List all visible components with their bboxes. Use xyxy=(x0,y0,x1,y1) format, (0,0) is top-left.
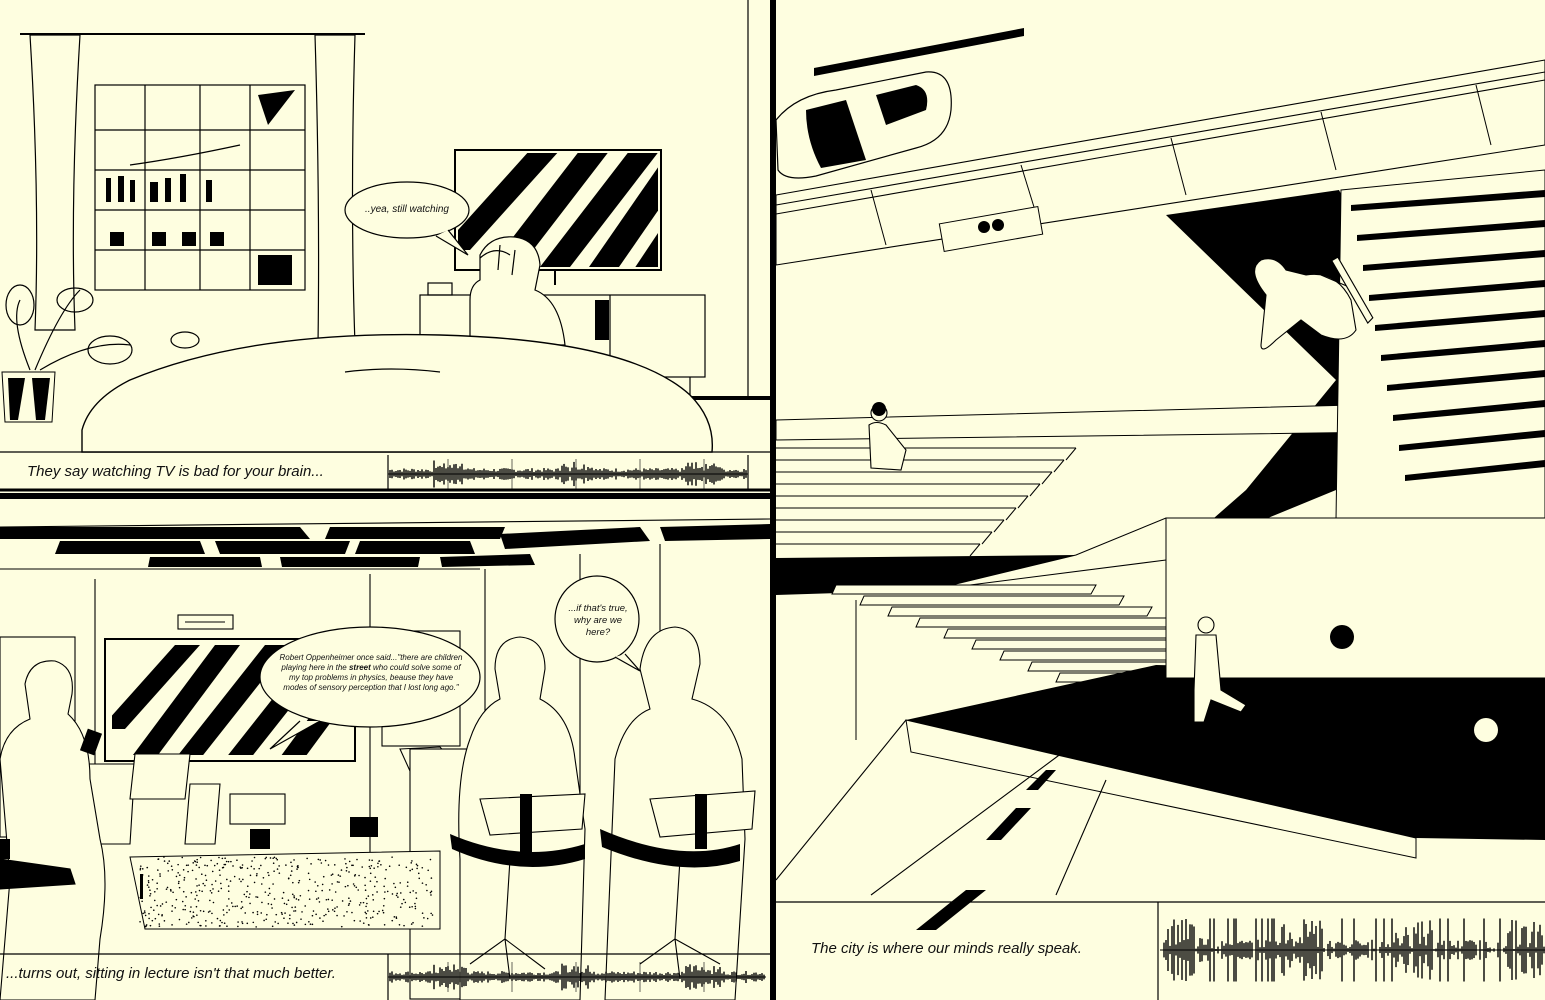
panel-city-skate: The city is where our minds really speak… xyxy=(776,0,1545,1000)
quote-bold: street xyxy=(348,663,371,672)
audio-waveform-icon xyxy=(1160,918,1545,982)
divider-left xyxy=(0,493,770,499)
quote-prefix: Robert Oppenheimer once said..."there ar… xyxy=(279,653,463,672)
speech-bubble-oppenheimer: Robert Oppenheimer once said..."there ar… xyxy=(276,653,466,693)
caption-city: The city is where our minds really speak… xyxy=(811,940,1082,957)
speech-bubble-tv: ..yea, still watching xyxy=(365,204,449,215)
caption-lecture: ...turns out, sitting in lecture isn't t… xyxy=(6,965,336,982)
panel-lecture-hall: Robert Oppenheimer once said..."there ar… xyxy=(0,499,770,1000)
speech-bubble-question: ...if that's true, why are we here? xyxy=(568,603,628,638)
audio-waveform-icon xyxy=(388,962,766,992)
divider-center xyxy=(770,0,776,1000)
audio-waveform-icon xyxy=(388,459,748,489)
lecture-hall-illustration xyxy=(0,518,770,1000)
caption-tv: They say watching TV is bad for your bra… xyxy=(27,463,324,480)
city-skate-illustration xyxy=(776,28,1545,1000)
tv-room-illustration xyxy=(0,0,770,492)
panel-tv-room: ..yea, still watching They say watching … xyxy=(0,0,770,496)
quote-suffix: who could solve some of my top problems … xyxy=(283,663,461,692)
